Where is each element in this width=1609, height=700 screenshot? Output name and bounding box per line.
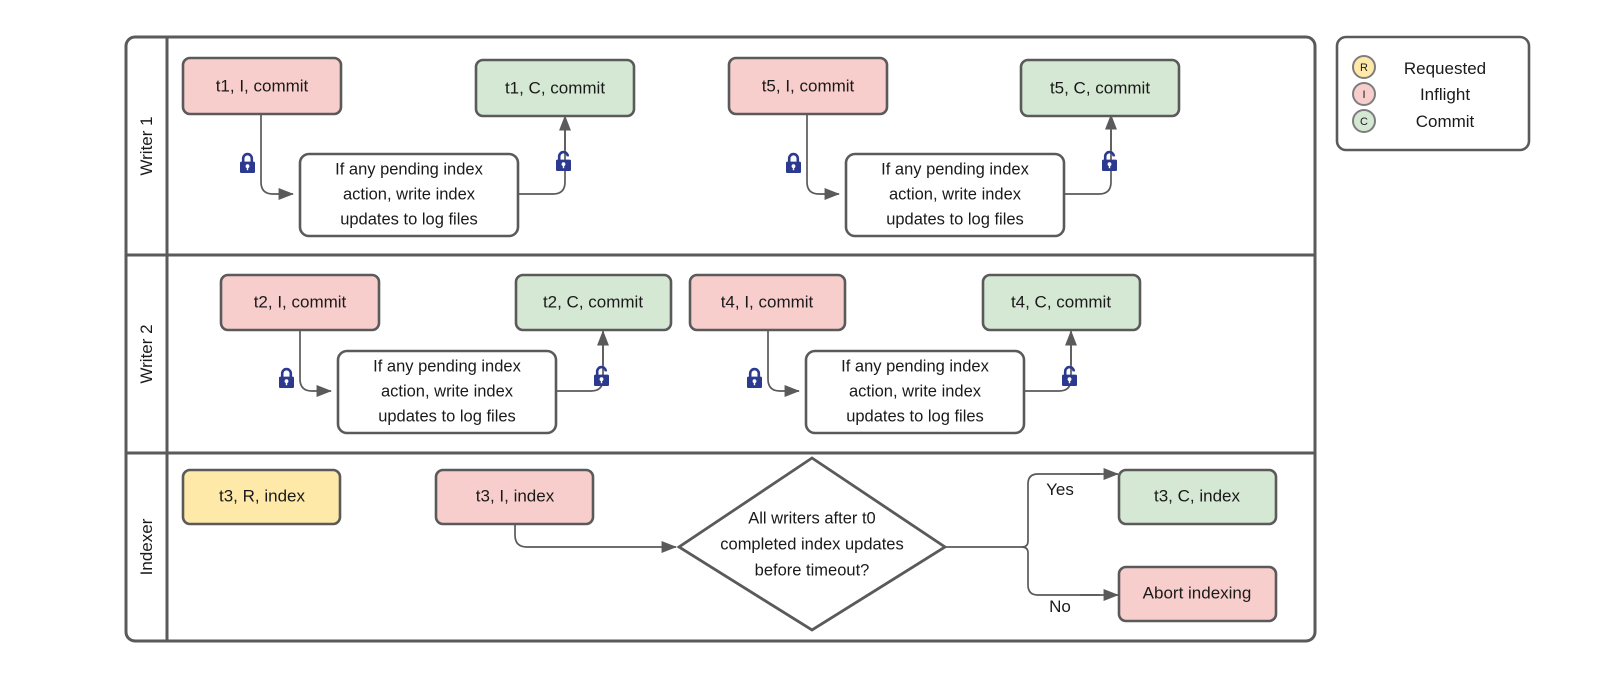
node-label: Abort indexing	[1143, 583, 1252, 602]
node-label: t5, I, commit	[762, 76, 855, 95]
process-line-1: If any pending index	[841, 357, 989, 375]
lane-label-indexer: Indexer	[137, 518, 156, 575]
legend-panel: R Requested I Inflight C Commit	[1335, 35, 1531, 152]
decision-line-1: All writers after t0	[748, 509, 875, 527]
process-line-1: If any pending index	[335, 160, 483, 178]
legend-badge-letter: I	[1362, 89, 1365, 101]
node-w1-t1-commit[interactable]: t1, C, commit	[474, 58, 636, 118]
process-line-2: action, write index	[889, 185, 1022, 203]
node-w2-process-right[interactable]: If any pending index action, write index…	[804, 349, 1026, 435]
node-label: t3, I, index	[476, 486, 555, 505]
legend-badge-letter: C	[1360, 116, 1368, 128]
process-line-2: action, write index	[849, 382, 982, 400]
node-ix-abort[interactable]: Abort indexing	[1117, 565, 1278, 623]
legend-badge-letter: R	[1360, 62, 1368, 74]
node-label: t2, C, commit	[543, 292, 643, 311]
node-label: t2, I, commit	[254, 292, 347, 311]
lane-header-writer-2: Writer 2	[137, 324, 156, 383]
branch-label-no: No	[1049, 597, 1071, 616]
node-ix-t3-requested[interactable]: t3, R, index	[181, 468, 342, 526]
node-ix-t3-inflight[interactable]: t3, I, index	[434, 468, 595, 526]
legend-item-commit: C Commit	[1352, 109, 1475, 133]
node-w1-t5-inflight[interactable]: t5, I, commit	[727, 56, 889, 116]
node-ix-decision[interactable]: All writers after t0 completed index upd…	[676, 456, 948, 632]
process-line-3: updates to log files	[846, 407, 984, 425]
process-line-2: action, write index	[381, 382, 514, 400]
lane-header-writer-1: Writer 1	[137, 116, 156, 175]
process-line-2: action, write index	[343, 185, 476, 203]
node-label: t1, C, commit	[505, 78, 605, 97]
branch-label-yes: Yes	[1046, 480, 1074, 499]
process-line-1: If any pending index	[373, 357, 521, 375]
node-w2-t2-inflight[interactable]: t2, I, commit	[219, 273, 381, 332]
node-label: t1, I, commit	[216, 76, 309, 95]
lane-label-writer-1: Writer 1	[137, 116, 156, 175]
node-label: t3, R, index	[219, 486, 305, 505]
lane-label-writer-2: Writer 2	[137, 324, 156, 383]
legend-label: Inflight	[1420, 85, 1470, 104]
edges-writer1-left	[260, 114, 571, 200]
node-w2-t4-inflight[interactable]: t4, I, commit	[688, 273, 847, 332]
node-label: t4, C, commit	[1011, 292, 1111, 311]
decision-line-3: before timeout?	[755, 561, 870, 579]
legend-item-requested: R Requested	[1352, 55, 1486, 79]
node-w2-process-left[interactable]: If any pending index action, write index…	[336, 349, 558, 435]
node-w1-t1-inflight[interactable]: t1, I, commit	[181, 56, 343, 116]
node-w2-t2-commit[interactable]: t2, C, commit	[514, 273, 673, 332]
decision-line-2: completed index updates	[720, 535, 903, 553]
node-label: t5, C, commit	[1050, 78, 1150, 97]
node-w2-t4-commit[interactable]: t4, C, commit	[981, 273, 1142, 332]
legend-label: Commit	[1416, 112, 1475, 131]
process-line-3: updates to log files	[340, 210, 478, 228]
lane-header-indexer: Indexer	[137, 518, 156, 575]
node-label: t4, I, commit	[721, 292, 814, 311]
process-line-3: updates to log files	[378, 407, 516, 425]
node-w1-t5-commit[interactable]: t5, C, commit	[1019, 58, 1181, 118]
process-line-1: If any pending index	[881, 160, 1029, 178]
edges-indexer	[514, 468, 1119, 601]
node-ix-t3-commit[interactable]: t3, C, index	[1117, 468, 1278, 526]
node-label: t3, C, index	[1154, 486, 1240, 505]
process-line-3: updates to log files	[886, 210, 1024, 228]
node-w1-process-left[interactable]: If any pending index action, write index…	[298, 152, 520, 238]
legend-item-inflight: I Inflight	[1352, 82, 1470, 106]
edges-writer1-right	[806, 113, 1117, 200]
node-w1-process-right[interactable]: If any pending index action, write index…	[844, 152, 1066, 238]
legend-label: Requested	[1404, 59, 1486, 78]
